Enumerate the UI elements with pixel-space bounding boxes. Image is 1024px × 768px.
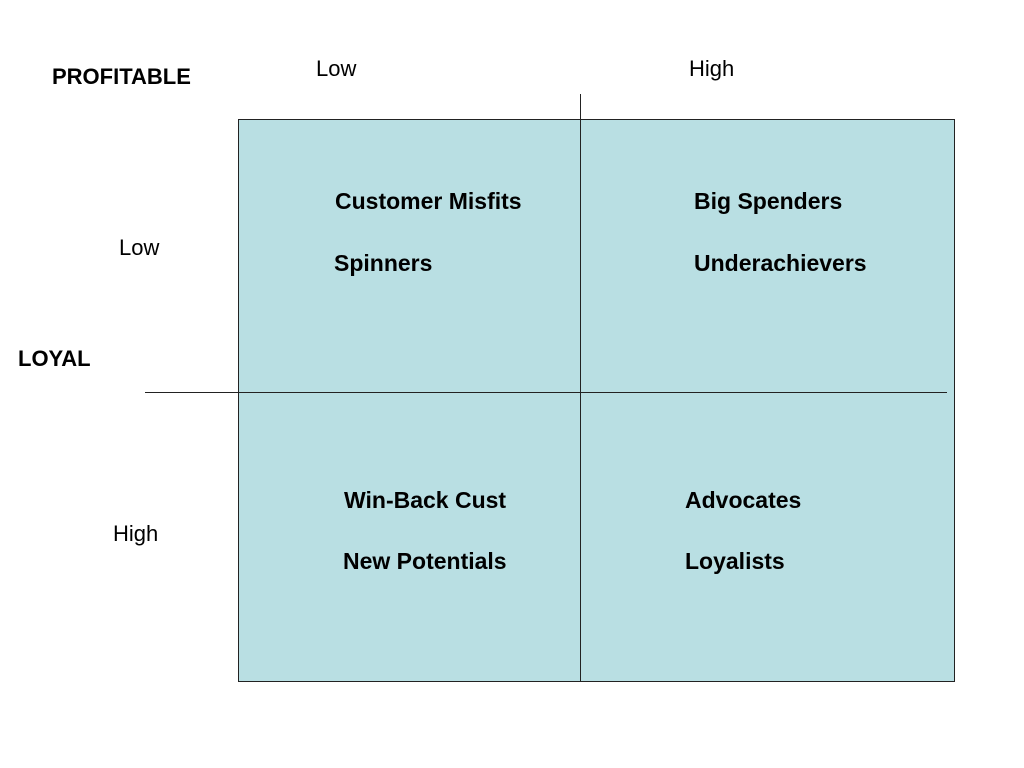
quadrant-label-win-back-cust: Win-Back Cust — [344, 487, 507, 513]
quadrant-label-customer-misfits: Customer Misfits — [335, 188, 522, 214]
quadrant-label-spinners: Spinners — [334, 250, 433, 276]
vertical-divider — [580, 94, 581, 682]
loyal-high-label: High — [113, 521, 159, 546]
quadrant-label-advocates: Advocates — [685, 487, 802, 513]
quadrant-matrix — [238, 119, 955, 682]
profitable-high-label: High — [689, 56, 735, 81]
quadrant-label-new-potentials: New Potentials — [343, 548, 507, 574]
quadrant-label-loyalists: Loyalists — [685, 548, 785, 574]
profitable-axis-title: PROFITABLE — [52, 64, 191, 89]
loyal-axis-title: LOYAL — [18, 346, 91, 371]
quadrant-label-big-spenders: Big Spenders — [694, 188, 843, 214]
loyal-low-label: Low — [119, 235, 160, 260]
profitable-low-label: Low — [316, 56, 357, 81]
quadrant-label-underachievers: Underachievers — [694, 250, 867, 276]
horizontal-divider — [145, 392, 947, 393]
